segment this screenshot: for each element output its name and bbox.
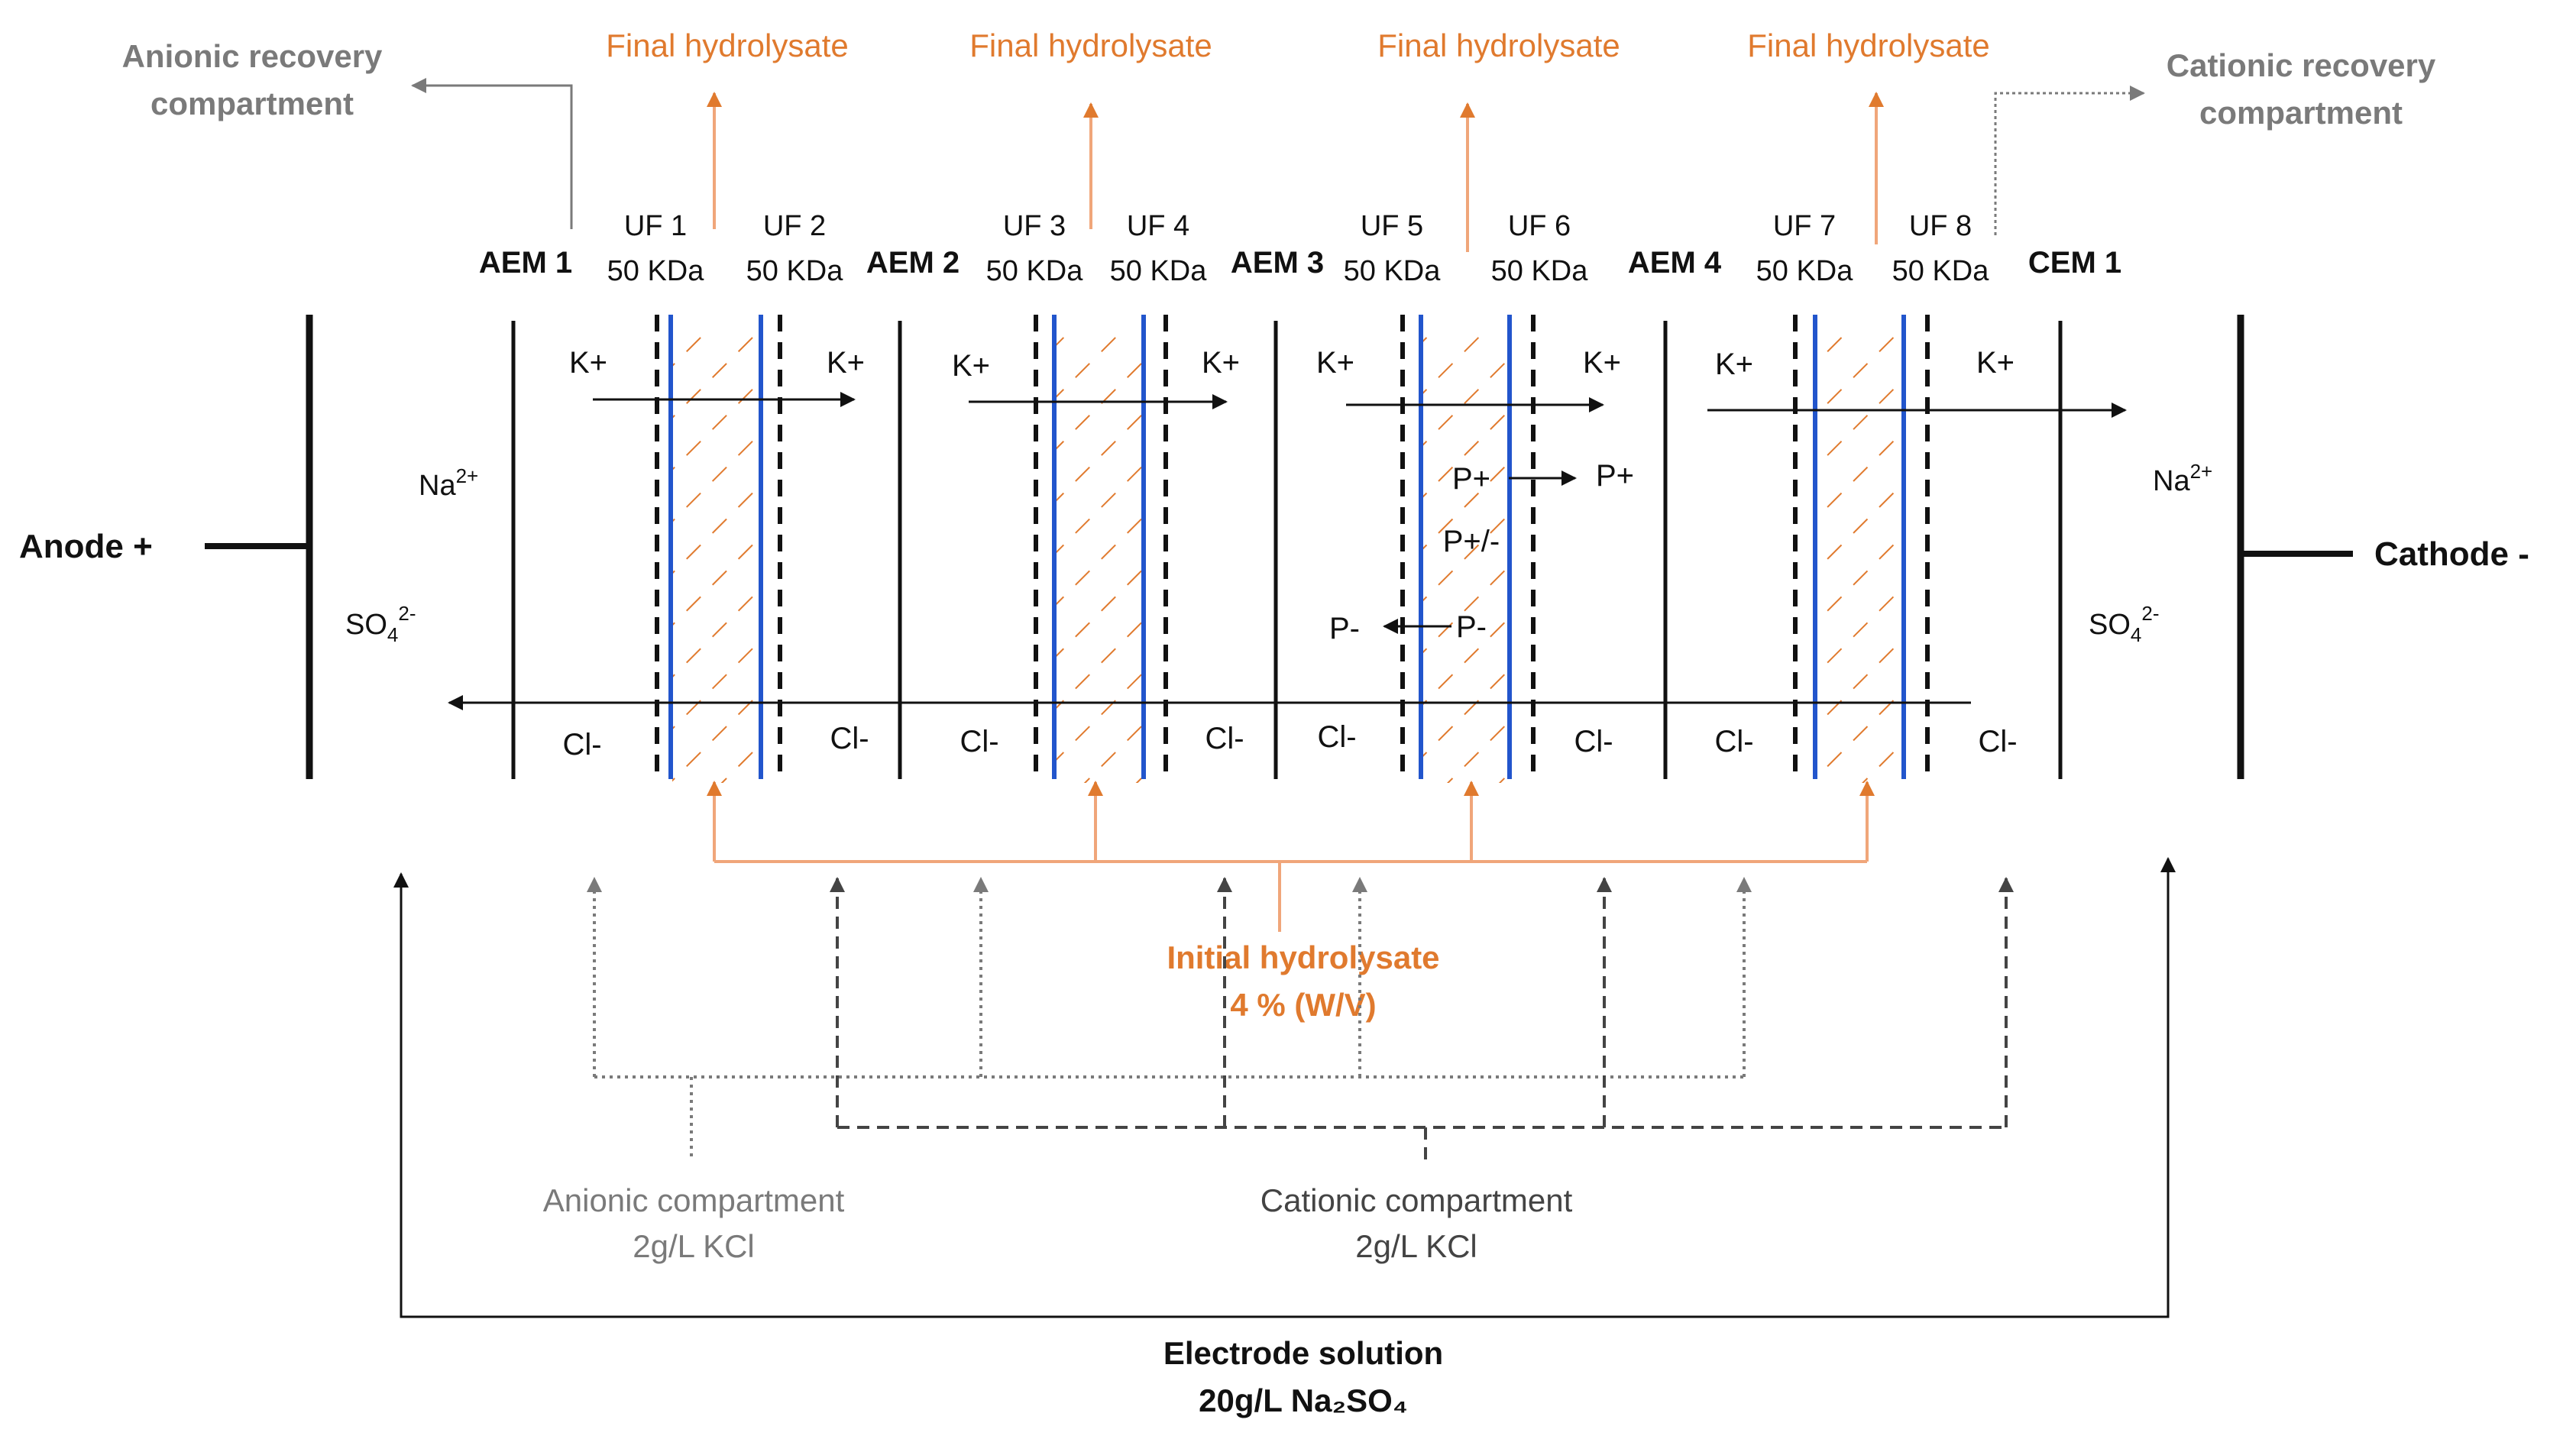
cl-ion-label: Cl- — [1978, 725, 2017, 758]
cl-ion-label: Cl- — [1574, 725, 1613, 758]
uf2-mwco: 50 KDa — [746, 255, 844, 287]
k-ion-label: K+ — [1583, 346, 1621, 380]
p-minus-label: P- — [1329, 612, 1360, 645]
cl-ion-label: Cl- — [562, 728, 601, 762]
anionic-recovery-label-line1: Anionic recovery — [122, 38, 383, 74]
so4-ion-anode: SO42- — [345, 602, 416, 646]
anode-label: Anode + — [19, 528, 153, 565]
k-ion-label: K+ — [952, 349, 990, 383]
anionic-compartment-label-line2: 2g/L KCl — [633, 1228, 755, 1264]
electrode-solution-label-line2: 20g/L Na₂SO₄ — [1199, 1382, 1408, 1418]
cationic-recovery-label-line2: compartment — [2199, 95, 2403, 131]
cl-ion-label: Cl- — [1205, 722, 1244, 755]
p-minus-label: P- — [1456, 610, 1487, 644]
k-ion-label: K+ — [1976, 346, 2015, 380]
uf3-label: UF 3 — [1003, 210, 1066, 242]
aem2-label: AEM 2 — [866, 246, 960, 280]
uf1-label: UF 1 — [624, 210, 687, 242]
uf5-label: UF 5 — [1361, 210, 1423, 242]
aem3-label: AEM 3 — [1231, 246, 1324, 280]
k-ion-label: K+ — [1715, 348, 1753, 381]
initial-hydrolysate-label-line2: 4 % (W/V) — [1230, 987, 1376, 1023]
final-hydrolysate-label-4: Final hydrolysate — [1747, 27, 1989, 63]
cathode-label: Cathode - — [2374, 535, 2529, 573]
hydrolysate-zone-4 — [1817, 328, 1902, 783]
final-hydrolysate-label-3: Final hydrolysate — [1377, 27, 1620, 63]
anionic-recovery-arrow — [411, 78, 573, 229]
initial-hydrolysate-label-line1: Initial hydrolysate — [1167, 939, 1439, 975]
k-ion-label: K+ — [827, 346, 865, 380]
blue-membranes — [668, 315, 1906, 779]
p-zwitterion-label: P+/- — [1443, 525, 1500, 558]
cl-ion-label: Cl- — [1317, 720, 1356, 754]
uf1-mwco: 50 KDa — [607, 255, 705, 287]
uf4-label: UF 4 — [1127, 210, 1189, 242]
uf5-mwco: 50 KDa — [1344, 255, 1442, 287]
uf8-mwco: 50 KDa — [1892, 255, 1990, 287]
cl-ion-label: Cl- — [830, 722, 869, 755]
cationic-compartment-label-line1: Cationic compartment — [1260, 1182, 1573, 1218]
uf2-label: UF 2 — [763, 210, 826, 242]
k-ion-label: K+ — [569, 346, 607, 380]
k-ion-label: K+ — [1202, 346, 1240, 380]
p-plus-label: P+ — [1596, 459, 1634, 493]
anionic-recovery-label-line2: compartment — [150, 86, 354, 121]
uf8-label: UF 8 — [1909, 210, 1972, 242]
electrode-solution-label-line1: Electrode solution — [1163, 1335, 1443, 1371]
cationic-recovery-arrow — [1994, 86, 2145, 235]
final-hydrolysate-label-1: Final hydrolysate — [606, 27, 848, 63]
aem1-label: AEM 1 — [479, 246, 572, 280]
na-ion-cathode: Na2+ — [2153, 460, 2212, 497]
hydrolysate-zone-2 — [1056, 328, 1142, 783]
so4-ion-cathode: SO42- — [2089, 602, 2160, 646]
p-plus-label: P+ — [1452, 462, 1490, 496]
uf7-label: UF 7 — [1773, 210, 1836, 242]
anionic-compartment-label-line1: Anionic compartment — [543, 1182, 845, 1218]
cl-ion-label: Cl- — [1714, 725, 1753, 758]
uf3-mwco: 50 KDa — [986, 255, 1084, 287]
cationic-recovery-label-line1: Cationic recovery — [2167, 47, 2436, 83]
final-hydrolysate-label-2: Final hydrolysate — [969, 27, 1212, 63]
aem4-label: AEM 4 — [1628, 246, 1722, 280]
cl-ion-label: Cl- — [960, 725, 998, 758]
uf4-mwco: 50 KDa — [1110, 255, 1208, 287]
uf6-mwco: 50 KDa — [1491, 255, 1589, 287]
uf7-mwco: 50 KDa — [1756, 255, 1854, 287]
cem1-label: CEM 1 — [2028, 246, 2121, 280]
hydrolysate-zone-1 — [672, 328, 759, 783]
uf-membranes — [655, 315, 1930, 779]
k-ion-label: K+ — [1316, 346, 1354, 380]
electrode-solution-loop — [400, 860, 2170, 1318]
na-ion-anode: Na2+ — [419, 464, 478, 502]
uf6-label: UF 6 — [1508, 210, 1571, 242]
cationic-compartment-label-line2: 2g/L KCl — [1355, 1228, 1477, 1264]
